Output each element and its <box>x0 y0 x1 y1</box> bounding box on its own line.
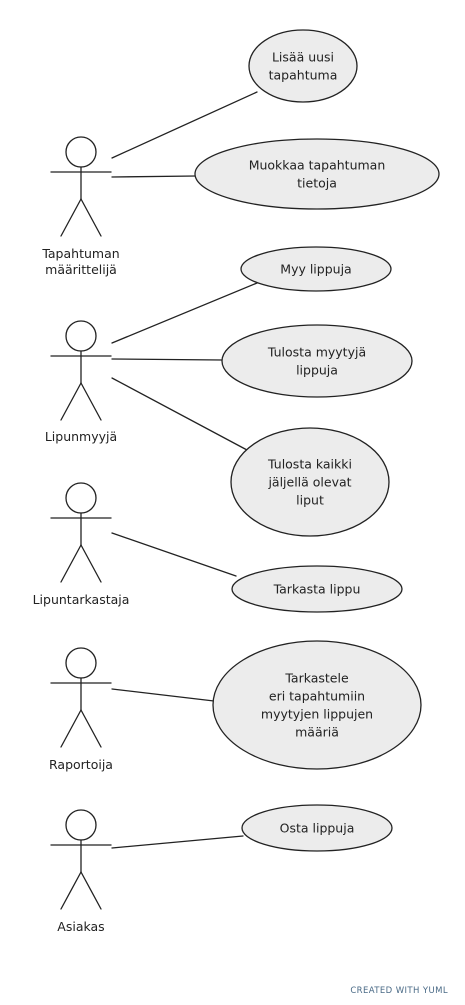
actor-head <box>65 482 97 514</box>
actor-name-label: Lipuntarkastaja <box>33 592 130 607</box>
use-case-label: eri tapahtumiin <box>269 689 365 704</box>
actor-left-leg <box>60 709 82 748</box>
use-case-tarkastele-myytyjen-maaria[interactable]: Tarkastele eri tapahtumiin myytyjen lippuj… <box>212 640 422 770</box>
use-case-ellipse[interactable] <box>212 640 422 770</box>
actor-left-leg <box>60 198 82 237</box>
actor-name-label: Lipunmyyjä <box>45 429 117 444</box>
use-case-label: Myy lippuja <box>280 262 351 277</box>
stick-figure-icon <box>50 482 112 583</box>
stick-figure-icon <box>50 809 112 910</box>
actor-right-leg <box>80 709 102 748</box>
use-case-tulosta-kaikki-jaljella-olevat-liput[interactable]: Tulosta kaikki jäljellä olevat liput <box>230 427 390 537</box>
use-case-label: Lisää uusi <box>272 50 334 65</box>
use-case-ellipse[interactable] <box>240 246 392 292</box>
use-case-label: Muokkaa tapahtuman <box>249 158 386 173</box>
use-case-label: määriä <box>295 725 339 740</box>
use-case-label: jäljellä olevat <box>267 475 351 490</box>
association-layer <box>111 91 258 849</box>
stick-figure-icon <box>50 320 112 421</box>
use-case-label: Tarkastele <box>284 671 349 686</box>
actor-lipunmyyja[interactable]: Lipunmyyjä <box>45 320 117 444</box>
actor-asiakas[interactable]: Asiakas <box>50 809 112 934</box>
actor-right-leg <box>80 382 102 421</box>
stick-figure-icon <box>50 136 112 237</box>
actor-head <box>65 136 97 168</box>
use-case-label: lippuja <box>296 363 338 378</box>
use-case-ellipse[interactable] <box>241 804 393 852</box>
actor-head <box>65 809 97 841</box>
actor-head <box>65 647 97 679</box>
use-case-label: myytyjen lippujen <box>261 707 373 722</box>
use-case-label: Tulosta myytyjä <box>267 345 366 360</box>
actor-name-label: Raportoija <box>49 757 113 772</box>
actor-name-label: määrittelijä <box>45 262 117 277</box>
association-line-maarittelija-lisaa-uusi-tapahtuma <box>111 91 258 159</box>
use-case-ellipse[interactable] <box>248 29 358 103</box>
use-case-osta-lippuja[interactable]: Osta lippuja <box>241 804 393 852</box>
association-line-lipunmyyja-tulosta-myytyja-lippuja <box>111 358 223 361</box>
use-case-label: tietoja <box>297 176 337 191</box>
actor-lipuntarkastaja[interactable]: Lipuntarkastaja <box>33 482 130 607</box>
actor-right-leg <box>80 871 102 910</box>
created-with-yuml-footer: CREATED WITH YUML <box>350 986 448 996</box>
use-case-label: tapahtuma <box>269 68 338 83</box>
use-case-ellipse[interactable] <box>231 565 403 613</box>
actor-left-leg <box>60 544 82 583</box>
use-case-label: Tulosta kaikki <box>267 457 352 472</box>
association-line-lipunmyyja-tulosta-kaikki-jaljella-olevat-liput <box>111 377 248 451</box>
use-case-tarkasta-lippu[interactable]: Tarkasta lippu <box>231 565 403 613</box>
actor-layer: TapahtumanmäärittelijäLipunmyyjäLipuntar… <box>33 136 130 934</box>
use-case-muokkaa-tapahtuman-tietoja[interactable]: Muokkaa tapahtuman tietoja <box>194 138 440 210</box>
use-case-label: liput <box>296 493 324 508</box>
actor-left-leg <box>60 871 82 910</box>
use-case-ellipse[interactable] <box>221 324 413 398</box>
association-line-maarittelija-muokkaa-tapahtuman-tietoja <box>111 175 197 178</box>
association-line-lipuntarkastaja-tarkasta-lippu <box>111 532 237 577</box>
use-case-lisaa-uusi-tapahtuma[interactable]: Lisää uusi tapahtuma <box>248 29 358 103</box>
use-case-myy-lippuja[interactable]: Myy lippuja <box>240 246 392 292</box>
use-case-ellipse[interactable] <box>194 138 440 210</box>
actor-right-leg <box>80 198 102 237</box>
use-case-ellipse[interactable] <box>230 427 390 537</box>
stick-figure-icon <box>50 647 112 748</box>
association-line-raportoija-tarkastele-myytyjen-maaria <box>111 688 215 702</box>
actor-raportoija[interactable]: Raportoija <box>49 647 113 772</box>
association-line-asiakas-osta-lippuja <box>111 835 244 849</box>
actor-head <box>65 320 97 352</box>
use-case-label: Osta lippuja <box>280 821 355 836</box>
use-case-label: Tarkasta lippu <box>273 582 361 597</box>
actor-right-leg <box>80 544 102 583</box>
actor-name-label: Tapahtuman <box>41 246 119 261</box>
actor-name-label: Asiakas <box>57 919 104 934</box>
association-line-lipunmyyja-myy-lippuja <box>111 282 258 344</box>
actor-left-leg <box>60 382 82 421</box>
use-case-tulosta-myytyja-lippuja[interactable]: Tulosta myytyjä lippuja <box>221 324 413 398</box>
